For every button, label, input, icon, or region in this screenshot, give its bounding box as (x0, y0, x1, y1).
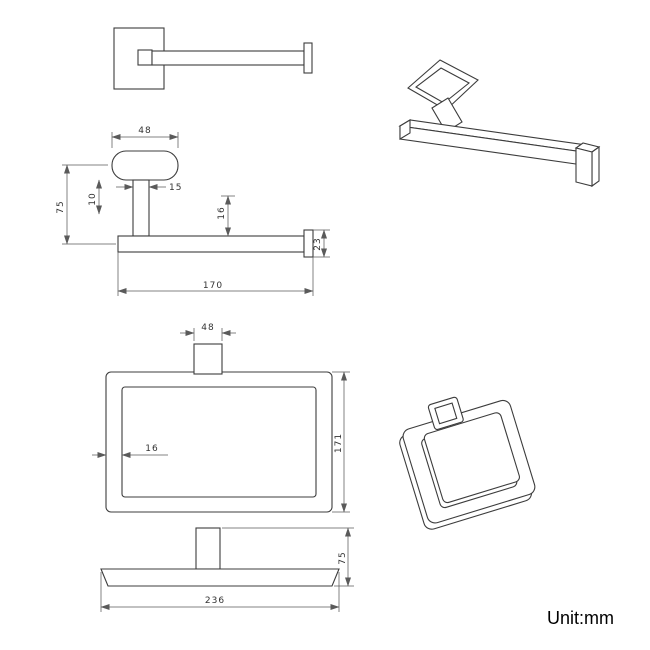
dim-label-236: 236 (205, 596, 225, 606)
dim-ring-height: 171 (332, 371, 350, 513)
dim-base-length: 236 (100, 572, 340, 612)
roll-bar-front (117, 235, 305, 253)
bar-3d-end (399, 119, 411, 140)
bracket-3d-inner (434, 402, 458, 425)
towel-ring-perspective-view (399, 396, 536, 530)
end-cap-top (303, 42, 313, 74)
dim-label-ring-16: 16 (145, 444, 158, 454)
dim-tube-thickness: 16 (92, 444, 168, 458)
dim-overall-height: 75 (56, 164, 116, 245)
tp-holder-top-view (113, 27, 313, 90)
dim-plate-offset: 10 (88, 179, 102, 215)
dim-plate-width: 48 (111, 126, 179, 148)
dim-base-depth: 75 (222, 527, 354, 587)
wall-plate-front (111, 150, 179, 181)
ring-base-bottom (100, 568, 340, 587)
ring-inner-front (121, 386, 317, 498)
dim-label-23: 23 (313, 237, 323, 250)
dim-post-width: 15 (116, 183, 182, 193)
post-front (132, 179, 150, 237)
ring-3d-inner (423, 412, 520, 504)
towel-ring-bottom-view (100, 527, 340, 587)
dim-label-ring-75: 75 (338, 551, 348, 564)
dim-label-16: 16 (217, 206, 227, 219)
dim-label-48: 48 (138, 126, 151, 136)
bracket-3d (427, 396, 464, 430)
dim-label-10: 10 (88, 192, 98, 205)
dim-label-75: 75 (56, 200, 66, 213)
dim-arm-length: 170 (117, 252, 314, 296)
dim-label-15: 15 (169, 183, 182, 193)
tp-holder-front-view: 48 75 10 15 16 (56, 126, 330, 296)
dim-label-171: 171 (334, 433, 344, 453)
flange-3d-side (591, 145, 600, 188)
dim-ring-post-width: 48 (180, 323, 236, 341)
dim-label-170: 170 (203, 281, 223, 291)
ring-post-front (193, 343, 223, 375)
end-cap-front (303, 229, 314, 258)
ring-post-bottom (195, 527, 221, 570)
towel-ring-front-view: 48 171 16 75 (92, 323, 354, 612)
tp-holder-perspective-view (398, 59, 601, 188)
flange-3d-front (575, 147, 593, 187)
dim-end-plate-height: 23 (313, 229, 330, 258)
roll-bar-top (151, 50, 305, 66)
dim-label-ring-48: 48 (201, 323, 214, 333)
dim-arm-drop: 16 (217, 195, 235, 237)
unit-label: Unit:mm (547, 608, 614, 628)
